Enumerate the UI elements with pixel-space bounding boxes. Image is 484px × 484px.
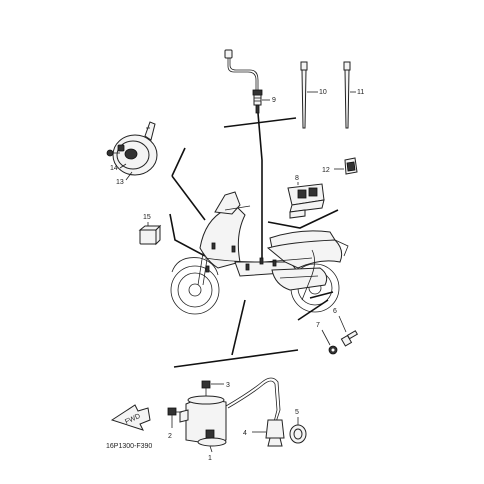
callout-8: 8 xyxy=(295,175,299,182)
guide-line xyxy=(171,147,186,177)
plug-cap-4-drawing xyxy=(225,377,285,447)
cable-tie-11-drawing xyxy=(343,61,356,129)
fwd-arrow: FWD xyxy=(110,404,151,431)
bolt-6-drawing xyxy=(338,315,359,347)
callout-5: 5 xyxy=(295,409,299,416)
callout-14: 14 xyxy=(110,165,118,172)
ignition-coil-1-drawing xyxy=(179,395,227,453)
callout-3: 3 xyxy=(226,382,230,389)
guide-line xyxy=(257,112,263,270)
horn-13-drawing xyxy=(112,121,158,176)
guide-line xyxy=(267,209,339,229)
callout-13: 13 xyxy=(116,179,124,186)
guide-line xyxy=(223,117,297,128)
guide-line xyxy=(171,175,206,221)
guide-line xyxy=(297,299,329,321)
relay-15-drawing xyxy=(138,222,162,246)
screw-14-drawing xyxy=(106,149,120,157)
callout-11: 11 xyxy=(357,89,364,96)
scooter-drawing xyxy=(170,191,349,315)
relay-unit-8-drawing xyxy=(287,182,325,219)
callout-2: 2 xyxy=(168,433,172,440)
guide-line xyxy=(173,349,299,368)
callout-6: 6 xyxy=(333,308,337,315)
clip-12-drawing xyxy=(334,157,358,175)
callout-9: 9 xyxy=(272,97,276,104)
guide-line xyxy=(309,291,334,299)
callout-15: 15 xyxy=(143,214,151,221)
callout-4: 4 xyxy=(243,430,247,437)
callout-1: 1 xyxy=(208,455,212,462)
cable-tie-10-drawing xyxy=(300,61,318,129)
diagram-code: 16P1300-F390 xyxy=(106,443,152,450)
cap-5-drawing xyxy=(289,417,307,444)
callout-12: 12 xyxy=(322,167,330,174)
nut-7-drawing xyxy=(321,329,338,355)
guide-line xyxy=(169,213,206,257)
bolt-2-drawing xyxy=(167,407,182,428)
sensor-lead-drawing xyxy=(224,49,270,114)
guide-line xyxy=(231,299,246,356)
callout-10: 10 xyxy=(319,89,327,96)
bolt-3-drawing xyxy=(201,380,224,396)
callout-7: 7 xyxy=(316,322,320,329)
